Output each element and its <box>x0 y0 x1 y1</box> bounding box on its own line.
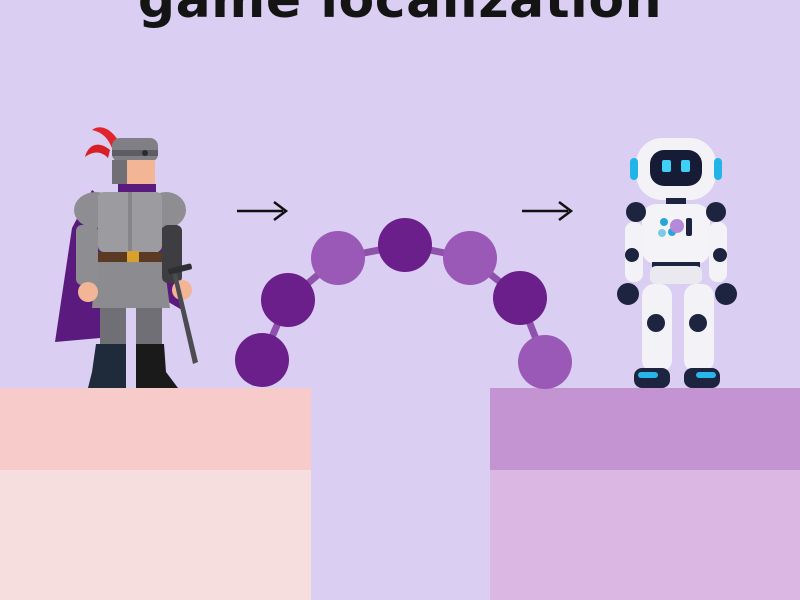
arrow-right-icon <box>237 201 289 221</box>
bead-chain-icon <box>235 218 572 389</box>
right-platform <box>490 388 800 600</box>
diagram-title: game localization <box>137 0 663 30</box>
robot-icon <box>617 138 737 388</box>
arrow-right-icon <box>522 201 574 221</box>
knight-icon <box>55 127 198 388</box>
left-platform <box>0 388 311 600</box>
